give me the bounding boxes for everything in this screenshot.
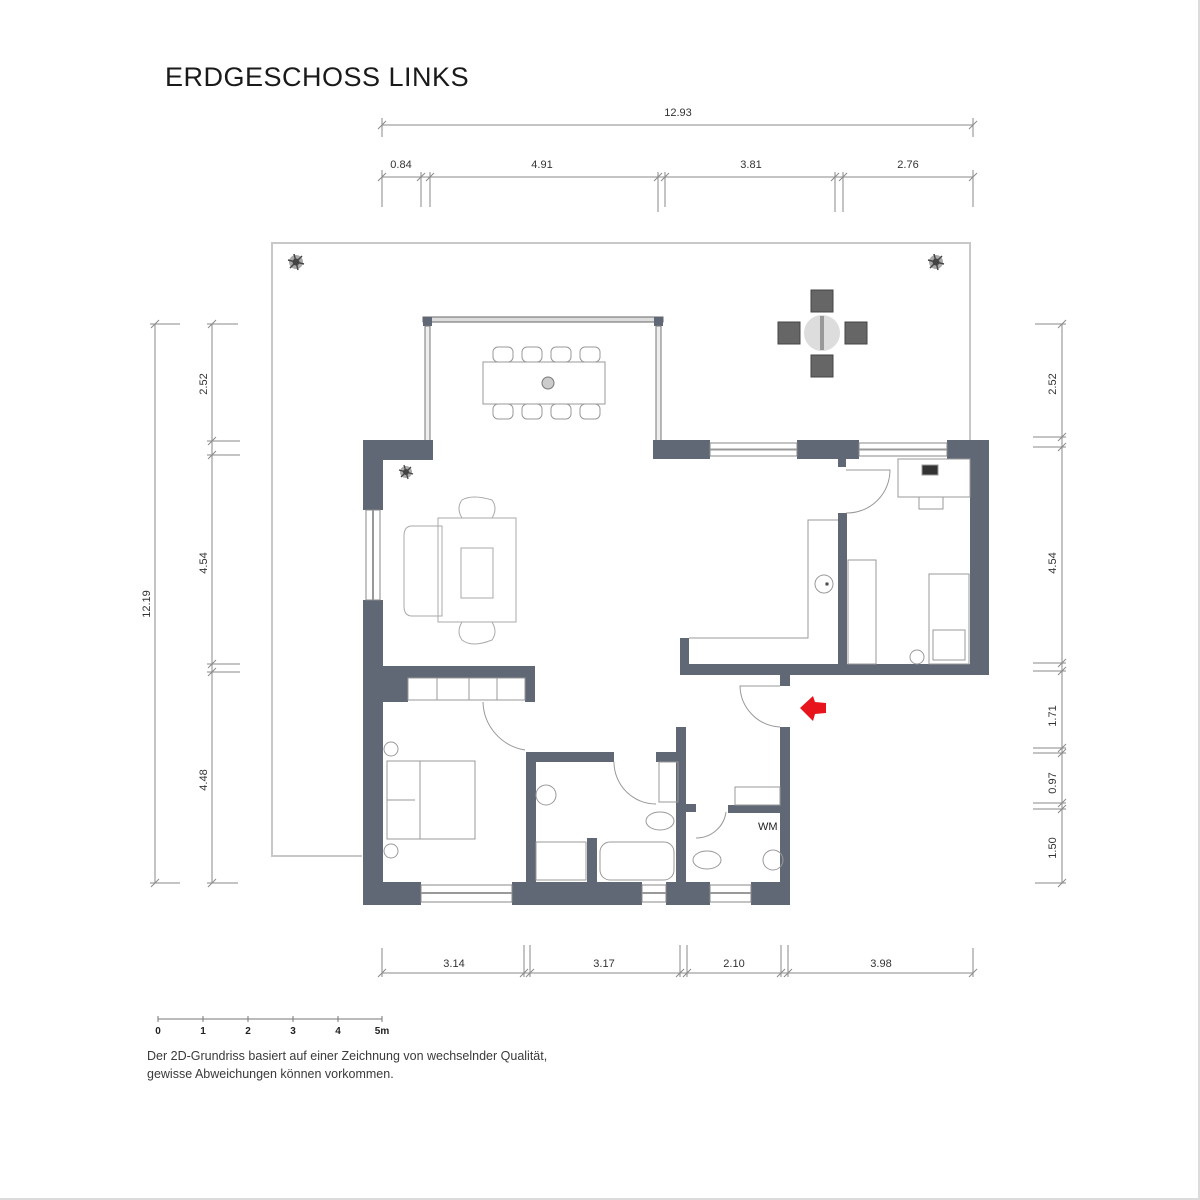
dimension-left-total bbox=[150, 319, 180, 888]
floor-plan-title: ERDGESCHOSS LINKS bbox=[165, 62, 470, 92]
dining-table bbox=[482, 346, 606, 420]
washing-machine-label: WM bbox=[758, 821, 778, 833]
walls bbox=[363, 440, 989, 905]
scale-tick-3: 3 bbox=[290, 1026, 296, 1037]
door-wc bbox=[695, 811, 727, 839]
scale-tick-1: 1 bbox=[200, 1026, 206, 1037]
dim-right-seg-3: 1.71 bbox=[1047, 705, 1059, 726]
disclaimer-line-1: Der 2D-Grundriss basiert auf einer Zeich… bbox=[147, 1049, 548, 1063]
plant-icon bbox=[287, 253, 305, 271]
dim-left-seg-2: 4.54 bbox=[198, 552, 210, 573]
dim-right-seg-4: 0.97 bbox=[1047, 772, 1059, 793]
dimension-left-segments bbox=[207, 319, 240, 888]
bedroom2-furniture bbox=[847, 458, 971, 665]
dimension-top-segments bbox=[377, 170, 978, 212]
dim-bottom-seg-1: 3.14 bbox=[443, 958, 464, 970]
door-bedroom1 bbox=[482, 701, 526, 751]
round-table bbox=[777, 289, 868, 378]
scale-bar bbox=[157, 1016, 383, 1022]
disclaimer-note: Der 2D-Grundriss basiert auf einer Zeich… bbox=[147, 1047, 547, 1083]
dim-top-total-label: 12.93 bbox=[664, 107, 692, 119]
dim-top-seg-3: 3.81 bbox=[740, 159, 761, 171]
bathroom-furniture bbox=[535, 761, 679, 881]
plant-icon bbox=[398, 464, 414, 480]
dimension-top-total bbox=[377, 118, 978, 137]
dim-left-seg-3: 4.48 bbox=[198, 769, 210, 790]
scale-tick-4: 4 bbox=[335, 1026, 341, 1037]
dim-top-seg-4: 2.76 bbox=[897, 159, 918, 171]
terrace-outline bbox=[271, 242, 971, 857]
wc-furniture bbox=[692, 786, 784, 871]
dim-bottom-seg-2: 3.17 bbox=[593, 958, 614, 970]
door-bathroom bbox=[613, 761, 657, 805]
scale-tick-5: 5m bbox=[375, 1026, 390, 1037]
dim-left-seg-1: 2.52 bbox=[198, 373, 210, 394]
dim-bottom-seg-3: 2.10 bbox=[723, 958, 744, 970]
dimension-right-segments bbox=[1033, 319, 1067, 888]
dim-top-seg-1: 0.84 bbox=[390, 159, 411, 171]
scale-tick-2: 2 bbox=[245, 1026, 251, 1037]
door-entrance bbox=[739, 685, 781, 728]
disclaimer-line-2: gewisse Abweichungen können vorkommen. bbox=[147, 1067, 394, 1081]
dim-right-seg-5: 1.50 bbox=[1047, 837, 1059, 858]
dimension-bottom-segments bbox=[377, 945, 978, 978]
windows bbox=[365, 442, 948, 903]
dim-right-seg-1: 2.52 bbox=[1047, 373, 1059, 394]
dim-left-total-label: 12.19 bbox=[141, 590, 153, 618]
dim-right-seg-2: 4.54 bbox=[1047, 552, 1059, 573]
scale-tick-0: 0 bbox=[155, 1026, 161, 1037]
dim-bottom-seg-4: 3.98 bbox=[870, 958, 891, 970]
living-room-furniture bbox=[403, 496, 517, 645]
bedroom1-furniture bbox=[383, 677, 526, 859]
plant-icon bbox=[927, 253, 945, 271]
entrance-arrow-icon bbox=[800, 696, 826, 721]
kitchen-counter bbox=[689, 519, 838, 639]
door-kitchen-bedroom2 bbox=[845, 469, 891, 514]
dim-top-seg-2: 4.91 bbox=[531, 159, 552, 171]
